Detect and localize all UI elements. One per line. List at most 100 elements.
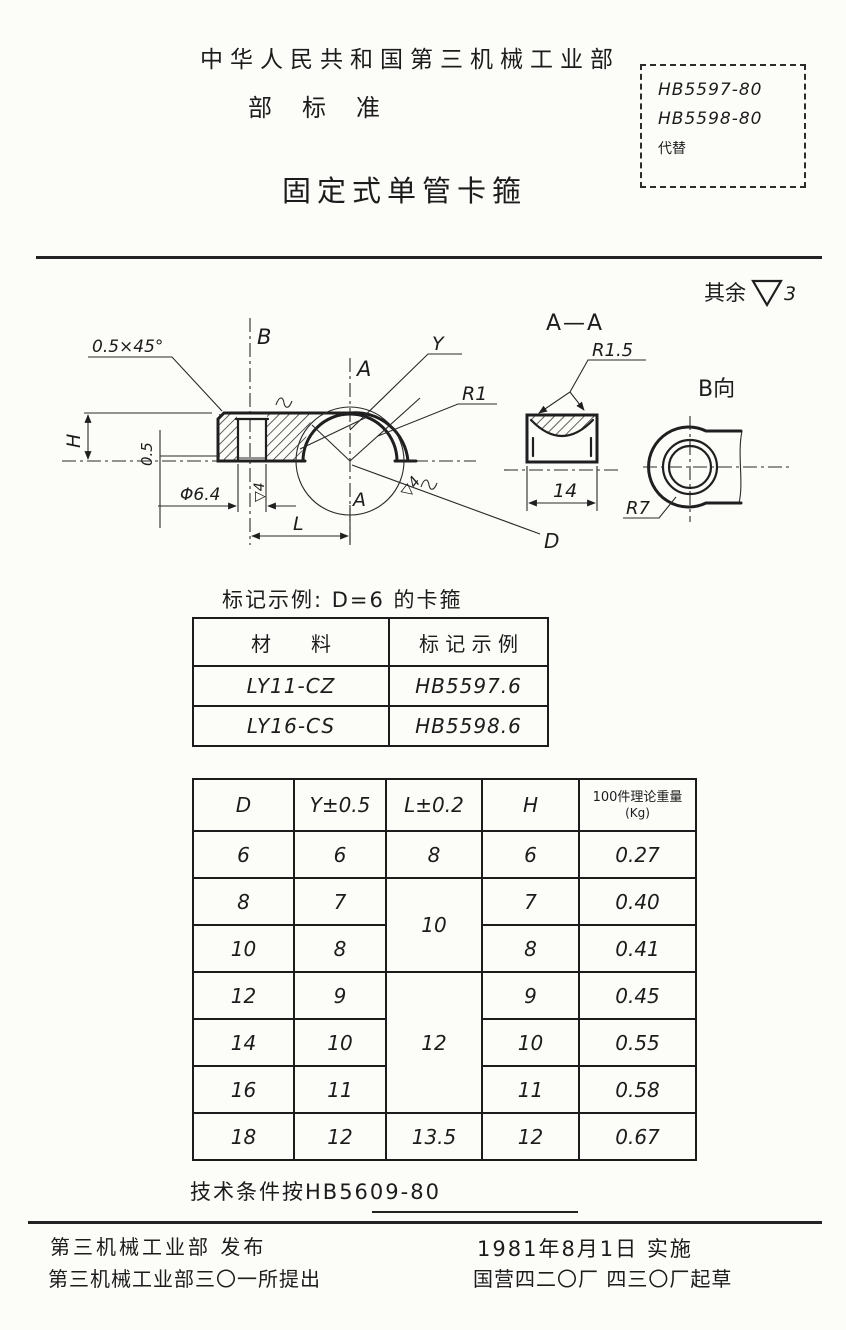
- cell-weight: 0.45: [578, 971, 697, 1020]
- dimensions-table: D Y±0.5 L±0.2 H 100件理论重量 (Kg) 6 6 8 6 0.…: [192, 778, 697, 1161]
- cell-l-merged: 12: [385, 971, 483, 1114]
- table-row: 16 11 11 0.58: [192, 1065, 697, 1114]
- table-header-row: D Y±0.5 L±0.2 H 100件理论重量 (Kg): [192, 778, 697, 832]
- footer-issued-by: 第三机械工业部 发布: [50, 1235, 267, 1259]
- h-dim-label: H: [63, 434, 85, 448]
- col-header-h: H: [481, 778, 580, 832]
- roughness-note-grade: 3: [784, 283, 796, 305]
- section-aa-outline: [525, 413, 599, 464]
- standard-code-2: HB5598-80: [658, 108, 763, 129]
- surface-y-leader: [349, 353, 462, 431]
- cell-d: 16: [192, 1065, 295, 1114]
- material-value: LY16-CS: [192, 705, 390, 747]
- material-value: LY11-CZ: [192, 665, 390, 707]
- material-header: 材 料: [192, 617, 390, 667]
- r15-label: R1.5: [592, 340, 633, 361]
- roughness-note: 其余 3: [704, 279, 796, 308]
- section-aa-ticks: [531, 436, 593, 458]
- cell-weight: 0.58: [578, 1065, 697, 1114]
- cell-h: 6: [481, 830, 580, 879]
- example-header: 标 记 示 例: [388, 617, 549, 667]
- example-value: HB5597.6: [388, 665, 549, 707]
- cell-weight: 0.55: [578, 1018, 697, 1067]
- table-row: 18 12 13.5 12 0.67: [192, 1112, 697, 1161]
- surface-squiggle-icon: [275, 397, 293, 408]
- cell-weight: 0.67: [578, 1112, 697, 1161]
- view-b-title: B向: [698, 377, 735, 402]
- table-row: 12 9 12 9 0.45: [192, 971, 697, 1114]
- footer-drafted-by: 国营四二〇厂 四三〇厂起草: [473, 1267, 733, 1291]
- hole-dia-label: Φ6.4: [180, 485, 220, 505]
- part-outline-left: [216, 411, 307, 463]
- doc-type-label: 部标准: [248, 94, 410, 122]
- footer-effective-date: 1981年8月1日 实施: [477, 1237, 693, 1261]
- r7-label: R7: [626, 498, 651, 519]
- technical-drawing: 其余 3 B A A: [62, 279, 796, 553]
- cell-l-merged: 10: [385, 877, 483, 973]
- l-dim-label: L: [293, 513, 304, 535]
- marking-example-table: 材 料 标 记 示 例 LY11-CZ HB5597.6 LY16-CS HB5…: [192, 617, 549, 747]
- chord-line: [299, 416, 368, 450]
- main-view: B A A 0.5×45° Y: [62, 318, 559, 553]
- surface-y-label: Y: [432, 333, 445, 355]
- table-row: 10 8 8 0.41: [192, 924, 697, 973]
- note-underline: [372, 1211, 578, 1213]
- col-header-d: D: [192, 778, 295, 832]
- radius-line-2: [311, 424, 351, 462]
- cell-h: 12: [481, 1112, 580, 1161]
- cell-weight: 0.41: [578, 924, 697, 973]
- cell-d: 14: [192, 1018, 295, 1067]
- footer-divider: [28, 1221, 822, 1224]
- table-row: LY16-CS HB5598.6: [192, 705, 549, 747]
- view-b: B向 R7: [623, 377, 793, 522]
- r15-leader-1: [538, 359, 646, 414]
- standard-code-1: HB5597-80: [658, 80, 763, 100]
- section-b-label: B: [257, 325, 271, 349]
- cell-y: 12: [293, 1112, 387, 1161]
- section-aa-title: A—A: [546, 311, 604, 336]
- section-a-label-lower: A: [351, 489, 366, 511]
- org-name-line: 中华人民共和国第三机械工业部: [200, 47, 620, 73]
- table-row: LY11-CZ HB5597.6: [192, 665, 549, 707]
- section-a-label: A: [355, 357, 371, 381]
- weight-header-line1: 100件理论重量: [592, 790, 683, 806]
- cell-h: 10: [481, 1018, 580, 1067]
- cell-d: 10: [192, 924, 295, 973]
- marking-example-caption: 标记示例: D=6 的卡箍: [222, 588, 463, 612]
- view-b-break-line: [738, 430, 743, 504]
- chamfer-label: 0.5×45°: [92, 337, 163, 357]
- cell-y: 8: [293, 924, 387, 973]
- cell-h: 11: [481, 1065, 580, 1114]
- radius-line-1: [349, 397, 421, 462]
- col-header-weight: 100件理论重量 (Kg): [578, 778, 697, 832]
- table-header-row: 材 料 标 记 示 例: [192, 617, 549, 667]
- col-header-l: L±0.2: [385, 778, 483, 832]
- standard-number-box: HB5597-80 HB5598-80 代替: [640, 64, 806, 188]
- cell-l: 13.5: [385, 1112, 483, 1161]
- example-value: HB5598.6: [388, 705, 549, 747]
- table-row: 14 10 10 0.55: [192, 1018, 697, 1067]
- cell-d: 8: [192, 877, 295, 926]
- table-row: 6 6 8 6 0.27: [192, 830, 697, 879]
- cell-h: 8: [481, 924, 580, 973]
- step-dim-label: 0.5: [138, 442, 156, 466]
- tube-d-label: D: [544, 529, 559, 553]
- section-aa-view: A—A 14 R1.5: [504, 311, 646, 511]
- cell-h: 9: [481, 971, 580, 1020]
- weight-header-line2: (Kg): [625, 805, 650, 820]
- technical-conditions-note: 技术条件按HB5609-80: [190, 1180, 441, 1204]
- cell-weight: 0.27: [578, 830, 697, 879]
- roughness-note-prefix: 其余: [704, 281, 746, 305]
- roughness-triangle-icon: [751, 279, 783, 308]
- r7-leader: [623, 496, 677, 519]
- header-divider: [36, 256, 822, 259]
- bolt-hole-slot: [234, 417, 270, 461]
- w14-dim-label: 14: [553, 480, 577, 502]
- finish-mark-hole: ▽4: [252, 482, 268, 502]
- cell-y: 7: [293, 877, 387, 926]
- saddle-arc: [301, 412, 399, 463]
- surface-squiggle-icon: [420, 479, 438, 490]
- cell-y: 9: [293, 971, 387, 1020]
- hatch-middle: [267, 414, 313, 461]
- cell-d: 18: [192, 1112, 295, 1161]
